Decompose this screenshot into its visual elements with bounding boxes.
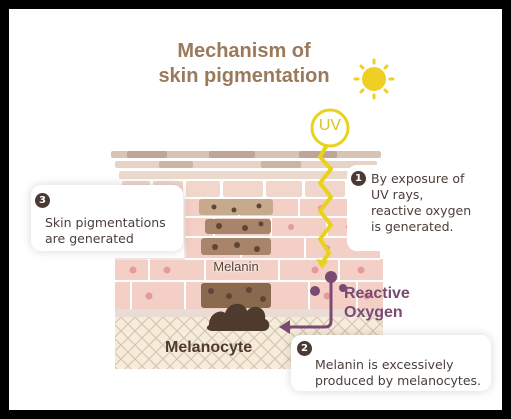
stratum-corneum [111, 151, 381, 179]
reactive-oxygen-label-line-2: Oxygen [344, 304, 403, 322]
reactive-oxygen-label-line-1: Reactive [344, 285, 410, 303]
step-1-number-badge: 1 [351, 171, 366, 186]
melanocyte-label: Melanocyte [165, 339, 252, 357]
step-3-number-badge: 3 [35, 193, 50, 208]
step-2-callout: 2 Melanin is excessively produced by mel… [291, 335, 491, 391]
diagram-title-line-1: Mechanism of [9, 39, 479, 63]
diagram-title-line-2: skin pigmentation [9, 64, 479, 88]
step-3-callout: 3 Skin pigmentations are generated [31, 185, 183, 251]
step-1-text: By exposure of UV rays, reactive oxygen … [371, 171, 471, 235]
uv-label: UV [312, 117, 348, 135]
step-1-callout: 1 By exposure of UV rays, reactive oxyge… [347, 165, 485, 251]
step-3-text: Skin pigmentations are generated [45, 215, 166, 247]
step-2-text: Melanin is excessively produced by melan… [315, 357, 481, 389]
melanin-label: Melanin [199, 259, 273, 274]
step-2-number-badge: 2 [297, 341, 312, 356]
